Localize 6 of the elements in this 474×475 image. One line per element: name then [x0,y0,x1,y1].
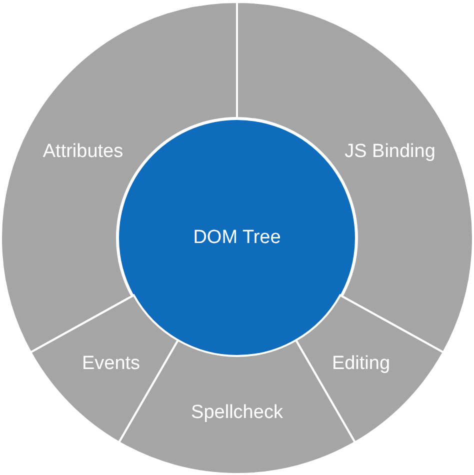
segment-label: JS Binding [344,140,436,164]
segment-label: Events [82,352,140,376]
segment-label: Attributes [42,140,124,164]
segment-label: Editing [332,352,390,376]
circle-label: DOM Tree [193,226,281,250]
segment-label: Spellcheck [191,400,283,425]
